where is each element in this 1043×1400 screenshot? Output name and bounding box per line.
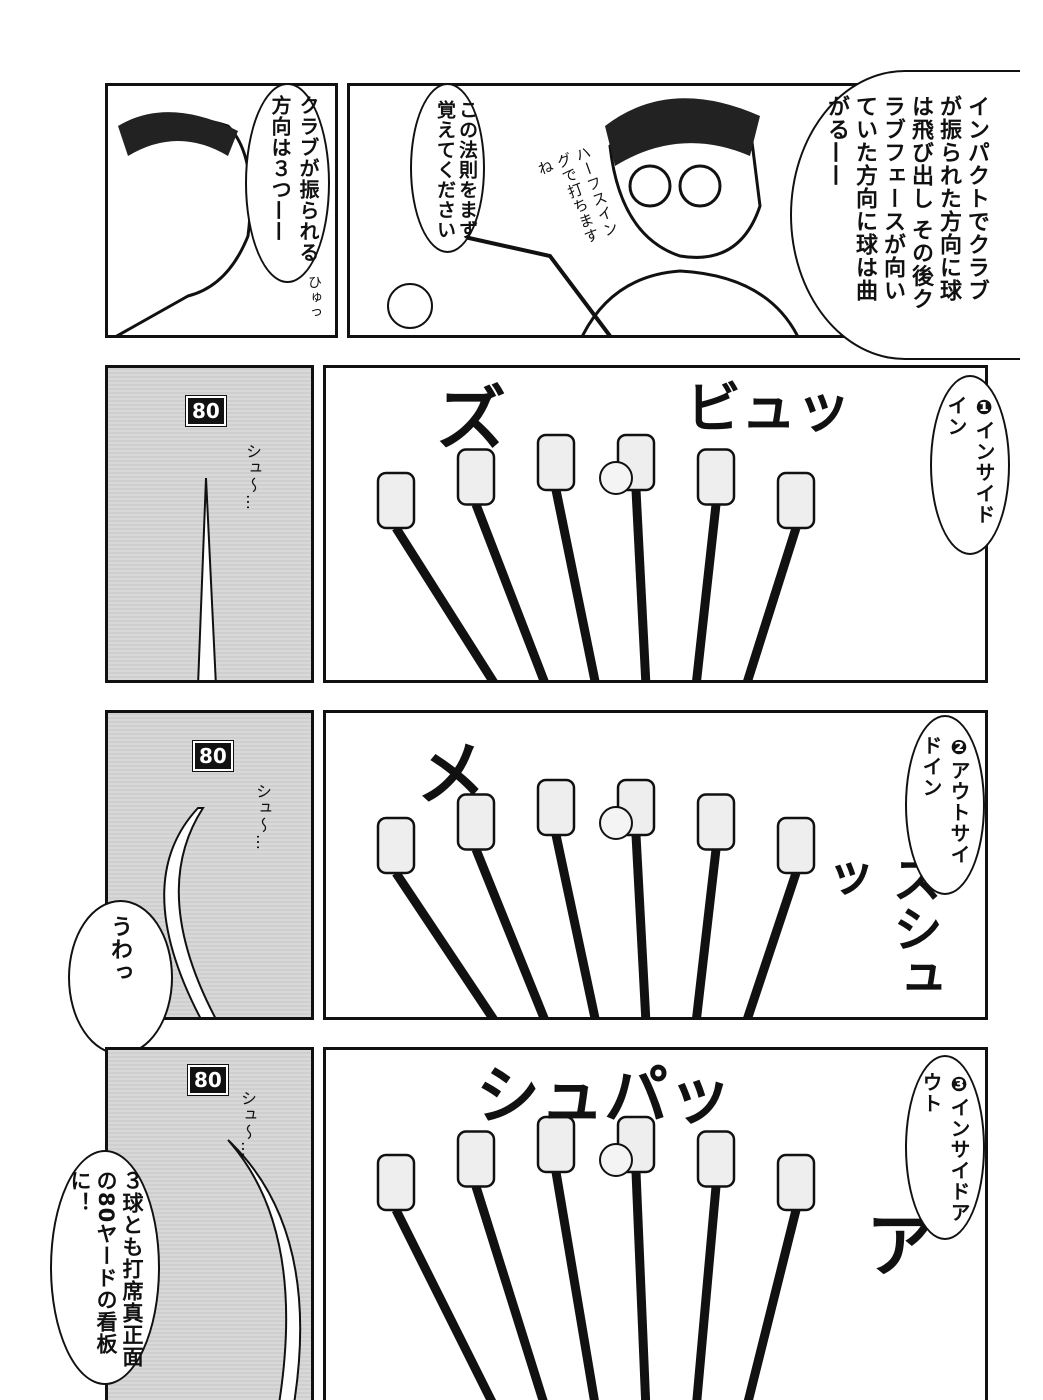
club-shaft xyxy=(692,848,721,1017)
panel-swing-1: ズ ビュッ xyxy=(323,365,988,683)
club-head xyxy=(536,1115,576,1174)
panel-swing-3: シュパッ ア xyxy=(323,1047,988,1400)
panel-swing-2: メ ズシュッ xyxy=(323,710,988,1020)
reaction-bubble xyxy=(68,900,173,1055)
swing-label: ❸インサイドアウト xyxy=(919,1072,971,1223)
club-head xyxy=(456,448,496,506)
club-shaft xyxy=(743,526,801,680)
club-head xyxy=(696,1130,736,1188)
club-head xyxy=(696,793,736,851)
ball-trajectory xyxy=(197,477,217,680)
club-shaft xyxy=(692,1186,721,1400)
sfx-shupa: シュパッ xyxy=(476,1060,732,1134)
golf-ball xyxy=(599,461,633,495)
club-shaft xyxy=(471,502,549,680)
narration-text: インパクトでクラブが振られた方向に球は飛び出し その後クラブフェースが向いていた… xyxy=(824,95,989,311)
club-sequence xyxy=(376,778,816,1017)
sfx-byu: ビュッ xyxy=(686,376,852,440)
label-bubble xyxy=(930,375,1010,555)
trail-sfx: シュ〜… xyxy=(253,783,272,851)
speech-bubble xyxy=(245,83,330,283)
club-shaft xyxy=(551,489,600,680)
club-shaft xyxy=(551,834,600,1017)
yardage-sign: 80 xyxy=(185,395,227,427)
club-head xyxy=(456,1130,496,1188)
club-head xyxy=(376,1153,416,1212)
club-shaft xyxy=(471,1185,548,1400)
narration-bubble xyxy=(790,70,1020,360)
club-head xyxy=(536,433,576,492)
panel-ball-flight-1: 80 シュ〜… xyxy=(105,365,314,683)
instructor-illustration xyxy=(387,98,799,335)
club-shaft xyxy=(692,503,721,680)
speech-text: クラブが振られる方向は３つ—— xyxy=(268,95,320,263)
ball-trajectory xyxy=(227,1139,302,1400)
club-shaft xyxy=(631,1171,651,1400)
club-head xyxy=(376,816,416,875)
trail-sfx: シュ〜… xyxy=(243,443,262,511)
club-shaft xyxy=(631,834,651,1017)
club-shaft xyxy=(392,870,498,1017)
ball-trajectory xyxy=(163,807,217,1017)
golf-ball xyxy=(599,806,633,840)
trail-sfx: シュ〜… xyxy=(238,1090,257,1158)
club-head xyxy=(696,448,736,506)
yardage-sign: 80 xyxy=(192,740,234,772)
caption-text: ３球とも打席真正面の80ヤードの看板に！ xyxy=(68,1170,144,1368)
label-bubble xyxy=(905,1055,985,1240)
club-head xyxy=(536,778,576,837)
club-shaft xyxy=(743,871,801,1017)
caption-bubble xyxy=(50,1150,160,1385)
swing-label: ❷アウトサイドイン xyxy=(919,735,971,865)
swing-label: ❶インサイドイン xyxy=(944,395,996,525)
club-head xyxy=(376,471,416,530)
sfx-zushu: ズシュッ xyxy=(813,853,943,1003)
speech-text: この法則をまず覚えてください xyxy=(434,100,478,240)
club-sequence xyxy=(376,1115,816,1400)
sfx-text: ひゅっ xyxy=(306,275,322,320)
golf-ball xyxy=(599,1143,633,1177)
speech-bubble xyxy=(410,83,485,253)
club-shaft xyxy=(471,847,549,1017)
label-bubble xyxy=(905,715,985,895)
club-head xyxy=(776,816,816,875)
sfx-zu: ズ xyxy=(436,378,506,460)
club-head xyxy=(776,1153,816,1212)
club-shaft xyxy=(391,1207,497,1400)
reaction-text: うわっ xyxy=(107,915,132,984)
yardage-sign: 80 xyxy=(187,1064,229,1096)
club-shaft xyxy=(551,1171,599,1400)
club-shaft xyxy=(392,525,498,680)
club-sequence xyxy=(376,433,816,680)
club-head xyxy=(776,471,816,530)
club-shaft xyxy=(743,1208,801,1400)
club-shaft xyxy=(631,489,651,680)
sfx-me: メ xyxy=(416,733,486,815)
club-head xyxy=(456,793,496,851)
